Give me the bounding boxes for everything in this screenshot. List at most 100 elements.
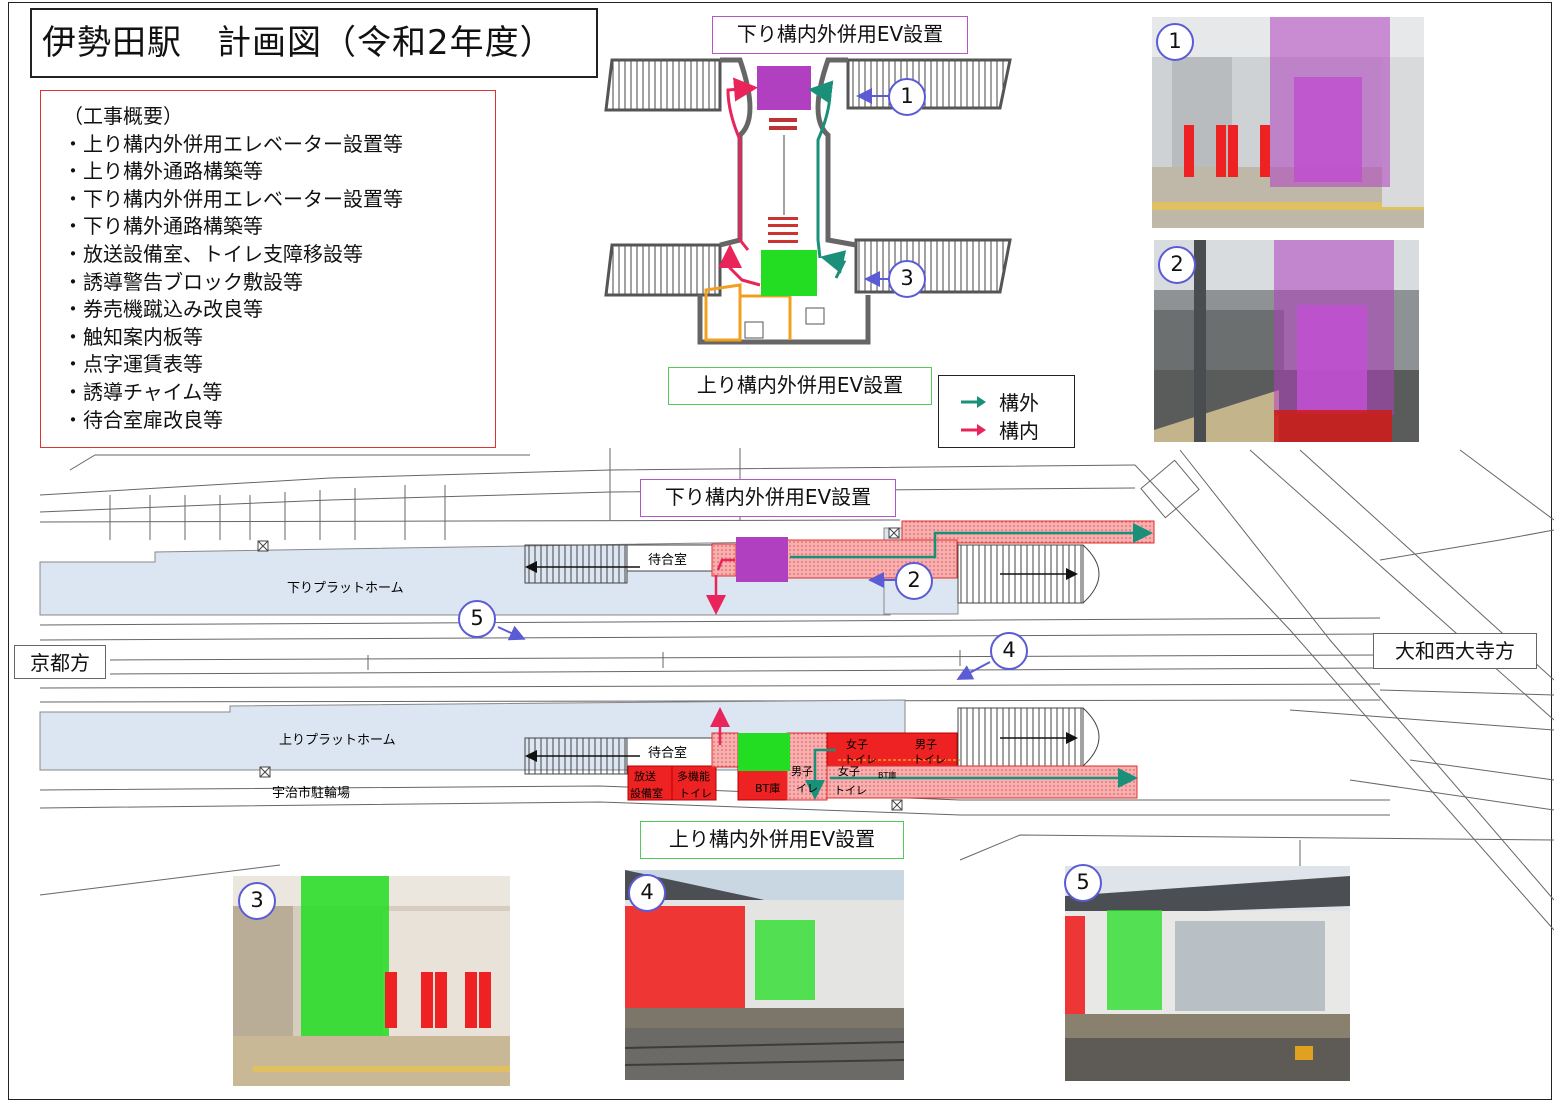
photo-5-image (1065, 866, 1350, 1081)
womens-toilet-label: 女子 (846, 737, 868, 751)
mens-toilet-new-label: イレ (796, 782, 818, 795)
photo-4-badge: 4 (628, 874, 666, 912)
photo-2-image (1154, 240, 1419, 442)
legend-outside-label: 構外 (999, 391, 1039, 415)
womens-toilet-new-label: トイレ (834, 784, 867, 797)
photo-4-pointer (956, 661, 991, 680)
up-elevator-concourse (761, 250, 817, 296)
photo-5-badge: 5 (1064, 864, 1102, 902)
yamato-saidaiji-direction-label: 大和西大寺方 (1373, 633, 1537, 669)
overview-item: ・下り構内外併用エレベーター設置等 (63, 186, 403, 211)
up-outside-passage (711, 732, 739, 768)
photo-4-up-platform-view (625, 870, 904, 1080)
marker-1-badge: 1 (888, 78, 926, 116)
mens-toilet-label: トイレ (913, 753, 946, 766)
overview-item: ・下り構外通路構築等 (63, 214, 263, 239)
outside-route-arrow (820, 250, 847, 279)
outside-route-arrow (790, 523, 1153, 559)
down-elevator-concourse (757, 66, 811, 110)
inside-route-arrow (726, 77, 758, 251)
overview-item: ・上り構内外併用エレベーター設置等 (63, 131, 403, 156)
lower-left-stairs (604, 243, 722, 297)
overview-item: ・誘導チャイム等 (63, 379, 223, 404)
multi-toilet-label: 多機能 (677, 769, 710, 783)
bt-room-label: BT庫 (755, 781, 780, 795)
bt-room (737, 765, 789, 801)
photo-1-concourse-down-ev (1152, 17, 1424, 228)
page-title: 伊勢田駅 計画図（令和2年度） (30, 8, 598, 78)
down-waiting-room-label: 待合室 (648, 552, 687, 568)
photo-3-concourse-up-ev (233, 876, 510, 1086)
marker-2-badge: 2 (895, 562, 933, 600)
multi-toilet-label: トイレ (679, 787, 712, 800)
office-outline (704, 283, 742, 342)
outside-arrow-icon (961, 395, 986, 408)
relocated-toilets (826, 732, 958, 768)
up-right-stairs (957, 707, 1084, 767)
mens-toilet-new-label: 男子 (791, 765, 813, 778)
broadcast-room-label: 放送 (634, 769, 656, 783)
lower-right-stairs (854, 238, 1012, 294)
broadcast-room-label: 設備室 (630, 786, 663, 800)
construction-overview: （工事概要） ・上り構内外併用エレベーター設置等 ・上り構外通路構築等 ・下り構… (40, 90, 496, 448)
site-map: 下りプラットホーム 待合室 上りプラットホーム 待合室 宇治市駐輪場 放送 設備… (39, 448, 1554, 931)
marker-5-badge: 5 (458, 600, 496, 638)
overview-item: ・放送設備室、トイレ支障移設等 (63, 241, 363, 266)
gate-marker (769, 126, 797, 130)
up-platform-label: 上りプラットホーム (279, 733, 396, 748)
upper-right-stairs (846, 58, 1012, 110)
gate-marker (769, 118, 797, 122)
overview-item: ・待合室扉改良等 (63, 407, 223, 432)
womens-toilet-new-label: 女子 (838, 764, 860, 778)
marker-3-badge: 3 (888, 260, 926, 298)
photo-2-down-platform-ev (1154, 240, 1419, 442)
up-waiting-room-label: 待合室 (648, 745, 687, 761)
page-frame (8, 2, 1552, 1100)
photo-5-down-platform-view (1065, 866, 1350, 1081)
overview-heading: （工事概要） (63, 104, 183, 128)
photo-1-image (1152, 17, 1424, 228)
inside-route-arrow (718, 244, 761, 287)
kyoto-direction-label: 京都方 (14, 645, 106, 679)
overview-item: ・誘導警告ブロック敷設等 (63, 269, 303, 294)
photo-5-pointer (497, 625, 526, 641)
room-fixture (805, 307, 825, 325)
legend-inside-label: 構内 (999, 419, 1039, 443)
photo-2-badge: 2 (1158, 246, 1196, 284)
photo-3-badge: 3 (238, 882, 276, 920)
up-ev-label-mid: 上り構内外併用EV設置 (668, 367, 932, 405)
down-outside-passage (786, 539, 958, 579)
concourse-walls (697, 295, 871, 345)
overview-item: ・上り構外通路構築等 (63, 159, 263, 184)
bt-room-small-label: BT庫 (878, 770, 896, 780)
route-legend: 構外 構内 (938, 375, 1075, 448)
overview-item: ・点字運賃表等 (63, 352, 203, 377)
inside-arrow-icon (961, 423, 986, 436)
concourse-plan (604, 57, 1012, 345)
photo-1-badge: 1 (1156, 23, 1194, 61)
gate-marker (768, 224, 798, 227)
womens-toilet-label: トイレ (844, 753, 877, 766)
corridor-walls (719, 57, 857, 248)
outside-route-arrow (808, 80, 834, 259)
photo-4-image (625, 870, 904, 1080)
upper-left-stairs (604, 58, 722, 112)
down-platform-stairs (524, 544, 628, 584)
up-elevator (738, 733, 790, 771)
gate-marker (768, 232, 798, 235)
overview-item: ・券売機蹴込み改良等 (63, 297, 263, 322)
office-outline (740, 294, 792, 340)
photo-3-image (233, 876, 510, 1086)
down-elevator (736, 537, 788, 582)
marker-4-badge: 4 (990, 632, 1028, 670)
down-waiting-room (626, 544, 716, 572)
up-outside-passage (826, 765, 1138, 799)
up-ev-label-bottom: 上り構内外併用EV設置 (640, 821, 904, 859)
overview-item: ・触知案内板等 (63, 324, 203, 349)
mens-toilet-label: 男子 (915, 738, 937, 751)
room-fixture (744, 321, 764, 339)
inside-route-arrow (716, 558, 735, 571)
gate-marker (768, 217, 798, 220)
gate-marker (768, 240, 798, 243)
